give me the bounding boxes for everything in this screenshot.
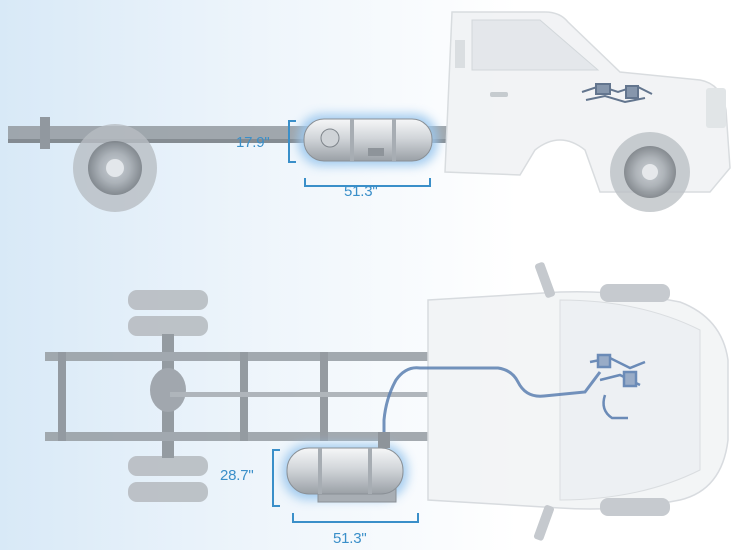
side-door-handle [490,92,508,97]
top-dimensions [272,449,419,523]
top-front-tire-upper [600,284,670,302]
side-tank-body [303,118,433,162]
side-front-hub [642,164,658,180]
side-height-bracket [288,120,296,163]
top-frame-rail-lower [45,432,465,441]
top-rear-tire-3 [128,456,208,476]
top-frame-rail-upper [45,352,465,361]
side-view [8,11,731,212]
side-frame-crossmember [40,117,50,149]
top-mirror-right [533,505,554,541]
top-tank-height-label: 28.7" [220,467,254,484]
top-front-tire-lower [600,498,670,516]
top-rear-tire-2 [128,316,208,336]
side-dimensions [288,120,431,187]
top-tank-length-label: 51.3" [333,530,367,547]
top-hood [559,299,701,501]
top-rear-tire-1 [128,290,208,310]
top-view [45,262,729,541]
side-tank-fitting [368,148,384,156]
side-length-bracket [304,178,431,187]
top-crossmember-1 [58,352,66,441]
side-frame-rail-shadow [8,139,448,143]
top-length-bracket [292,513,419,523]
top-driveshaft [170,392,440,397]
top-differential [150,368,186,412]
top-rear-tire-4 [128,482,208,502]
side-engine-fuel-system [581,83,653,104]
side-tank-strap-right [392,119,396,161]
side-tank-valve [320,128,340,148]
side-tank-height-label: 17.9" [236,134,270,151]
side-grille [706,88,726,128]
side-view-tank [298,114,438,166]
top-tank-strap-left [318,448,322,494]
top-fuel-line [382,366,602,440]
side-window [471,19,600,71]
top-engine-fuel-system [589,353,646,420]
top-tank-body [286,447,404,495]
side-tank-length-label: 51.3" [344,183,378,200]
top-height-bracket [272,449,280,507]
side-rear-hub [106,159,124,177]
top-view-tank [282,432,408,503]
top-tank-fitting [378,432,390,448]
side-tank-strap-left [350,119,354,161]
side-mirror [455,40,465,68]
top-tank-strap-right [368,448,372,494]
top-mirror-left [534,262,556,298]
